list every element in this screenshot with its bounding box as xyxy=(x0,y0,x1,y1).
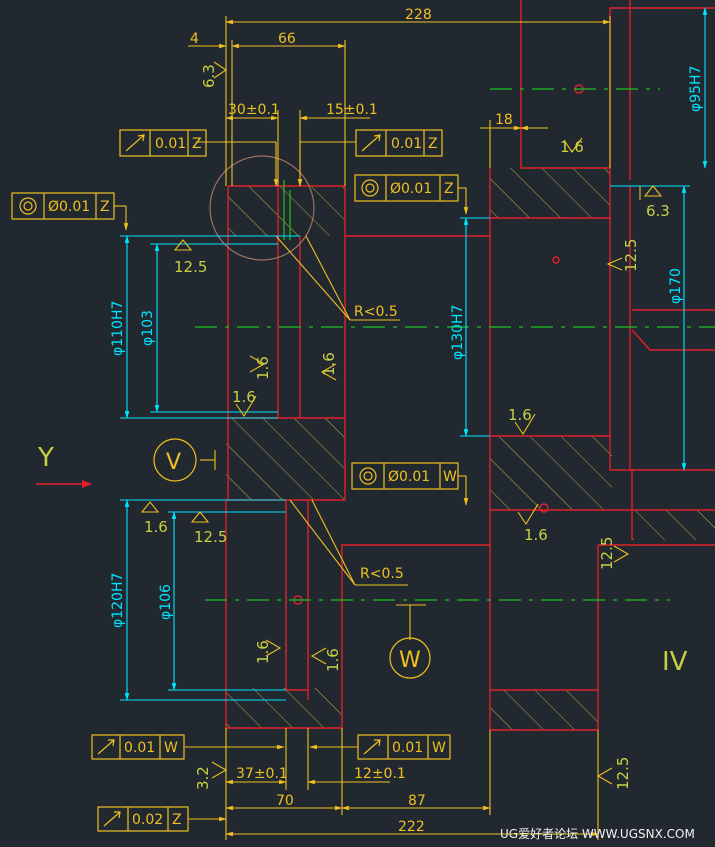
datum-w-circle xyxy=(389,637,431,679)
feature-frames xyxy=(11,129,459,832)
dim-95: φ95H7 xyxy=(688,66,704,112)
frame1-datum: Z xyxy=(192,136,202,152)
y-arrowhead xyxy=(82,480,92,488)
dimension-lines xyxy=(114,16,641,840)
section-hatching xyxy=(226,168,715,730)
rough-1-6-i: 1.6 xyxy=(324,648,342,672)
part-outline xyxy=(225,0,715,731)
frame5-datum: W xyxy=(443,469,457,485)
frame8-value: 0.02 xyxy=(132,812,163,828)
rough-1-6-d: 1.6 xyxy=(232,388,256,406)
frame1-value: 0.01 xyxy=(155,136,186,152)
dim-66: 66 xyxy=(278,31,296,47)
view-label-y: Y xyxy=(37,443,54,473)
dim-4: 4 xyxy=(190,31,199,47)
section-label-iv: IV xyxy=(662,647,688,677)
frame6-value: 0.01 xyxy=(124,740,155,756)
rough-1-6-c: 1.6 xyxy=(320,352,338,376)
frame3-datum: Z xyxy=(100,199,110,215)
dim-87: 87 xyxy=(408,793,426,809)
rough-1-6-a: 1.6 xyxy=(560,138,584,156)
frame5-value: Ø0.01 xyxy=(388,469,430,485)
dim-120: φ120H7 xyxy=(110,573,126,628)
dim-170: φ170 xyxy=(668,268,684,304)
dim-106: φ106 xyxy=(158,584,174,620)
dim-103: φ103 xyxy=(140,310,156,346)
rough-1-6-f: 1.6 xyxy=(144,518,168,536)
center-lines xyxy=(195,88,715,601)
rough-1-6-h: 1.6 xyxy=(254,640,272,664)
rough-3-2: 3.2 xyxy=(194,766,212,790)
rough-12-5-a: 12.5 xyxy=(174,258,207,276)
frame2-datum: Z xyxy=(428,136,438,152)
frame4-value: Ø0.01 xyxy=(390,181,432,197)
frame2-value: 0.01 xyxy=(391,136,422,152)
frame4-datum: Z xyxy=(444,181,454,197)
rough-6-3-top: 6.3 xyxy=(200,64,218,88)
dim-15: 15±0.1 xyxy=(326,102,378,118)
watermark: UG爱好者论坛 WWW.UGSNX.COM xyxy=(500,827,695,841)
detail-marks xyxy=(283,180,291,240)
rough-1-6-e: 1.6 xyxy=(508,406,532,424)
datum-v-circle xyxy=(153,438,197,482)
datum-v: V xyxy=(166,450,181,475)
dim-30: 30±0.1 xyxy=(228,102,280,118)
radius-a: R<0.5 xyxy=(354,304,398,320)
rough-12-5-right: 12.5 xyxy=(622,239,640,272)
rough-12-5-d: 12.5 xyxy=(614,757,632,790)
diameter-dimensions xyxy=(120,7,708,701)
frame6-datum: W xyxy=(164,740,178,756)
dim-18: 18 xyxy=(495,112,513,128)
dim-12: 12±0.1 xyxy=(354,766,406,782)
frame7-value: 0.01 xyxy=(392,740,423,756)
rough-12-5-b: 12.5 xyxy=(194,528,227,546)
frame3-value: Ø0.01 xyxy=(48,199,90,215)
rough-6-3-right: 6.3 xyxy=(646,202,670,220)
frame7-datum: W xyxy=(432,740,446,756)
detail-circle xyxy=(209,155,315,261)
radius-b: R<0.5 xyxy=(360,566,404,582)
dim-37: 37±0.1 xyxy=(236,766,288,782)
datum-w: W xyxy=(399,648,421,673)
dim-130: φ130H7 xyxy=(450,305,466,360)
dim-70: 70 xyxy=(276,793,294,809)
rough-1-6-b: 1.6 xyxy=(254,356,272,380)
frame8-datum: Z xyxy=(172,812,182,828)
rough-1-6-g: 1.6 xyxy=(524,526,548,544)
dim-228: 228 xyxy=(405,7,432,23)
dim-222: 222 xyxy=(398,819,425,835)
dim-110: φ110H7 xyxy=(110,301,126,356)
roughness-symbols xyxy=(140,61,663,785)
rough-12-5-c: 12.5 xyxy=(598,537,616,570)
